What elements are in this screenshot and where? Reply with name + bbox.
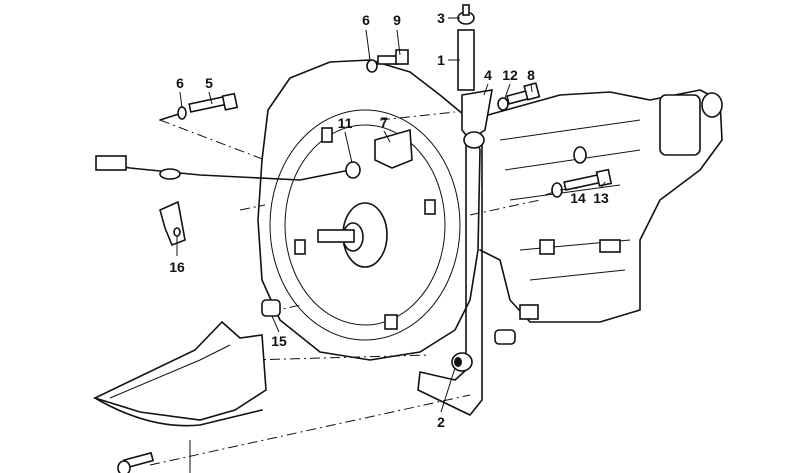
callout-7: 7 [380, 114, 388, 130]
bolt-top [366, 49, 409, 73]
cover-plate [92, 320, 267, 427]
callout-2: 2 [437, 414, 445, 430]
cable [95, 155, 361, 181]
selector-rod [417, 4, 516, 416]
gearbox-body [469, 89, 723, 323]
callout-15: 15 [271, 333, 287, 349]
bolt-left [159, 92, 239, 121]
callout-12: 12 [502, 67, 518, 83]
callout-6-top: 6 [362, 12, 370, 28]
callout-13: 13 [593, 190, 609, 206]
clip [159, 200, 186, 247]
callout-16: 16 [169, 259, 185, 275]
callout-8: 8 [527, 67, 535, 83]
bush [261, 299, 281, 317]
callout-4: 4 [484, 67, 492, 83]
callout-14: 14 [570, 190, 586, 206]
callout-6-left: 6 [176, 75, 184, 91]
bracket [374, 128, 413, 169]
callout-11: 11 [337, 115, 353, 131]
callout-9: 9 [393, 12, 401, 28]
callout-3: 3 [437, 10, 445, 26]
bolt-bottom [117, 451, 155, 473]
bolt-right [497, 82, 541, 111]
bell-housing [257, 59, 481, 361]
leader-lines [176, 17, 606, 473]
callout-5: 5 [205, 75, 213, 91]
callout-1: 1 [437, 52, 445, 68]
